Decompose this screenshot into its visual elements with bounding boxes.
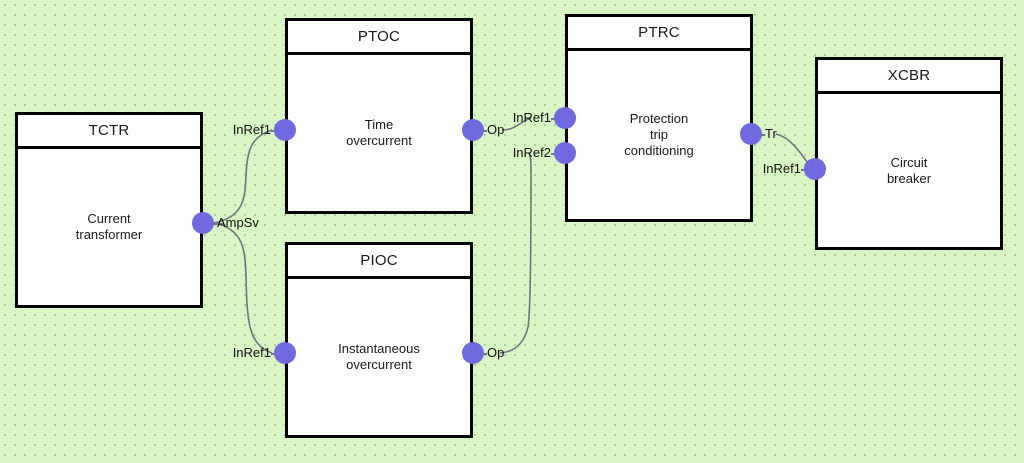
port-xcbr-inref1[interactable] xyxy=(804,158,826,180)
block-description-line-1: Protection xyxy=(629,111,689,126)
port-label-ptoc-inref1: InRef1 xyxy=(232,122,271,137)
block-description-line-2: overcurrent xyxy=(346,357,412,372)
block-description-line-1: Time xyxy=(364,117,394,132)
block-title-pioc: PIOC xyxy=(288,245,470,279)
block-description-line-1: Current xyxy=(87,211,131,226)
port-tctr-ampsv[interactable] xyxy=(192,212,214,234)
connector-ampsv-to-ptoc-inref1[interactable] xyxy=(213,129,273,224)
port-label-xcbr-inref1: InRef1 xyxy=(762,161,801,176)
connector-pioc-op-to-ptrc-inref2[interactable] xyxy=(499,152,532,354)
block-description-line-2: trip xyxy=(649,127,669,142)
port-label-ptrc-inref2: InRef2 xyxy=(512,145,551,160)
port-ptrc-tr[interactable] xyxy=(740,123,762,145)
port-ptrc-inref2[interactable] xyxy=(554,142,576,164)
port-ptoc-inref1[interactable] xyxy=(274,119,296,141)
port-pioc-inref1[interactable] xyxy=(274,342,296,364)
port-pioc-op[interactable] xyxy=(462,342,484,364)
port-label-ptrc-tr: Tr xyxy=(765,126,777,141)
port-label-pioc-op: Op xyxy=(487,345,505,360)
port-label-ptoc-op: Op xyxy=(487,122,505,137)
port-label-ptrc-inref1: InRef1 xyxy=(512,110,551,125)
block-description-line-2: breaker xyxy=(886,170,932,186)
block-title-ptrc: PTRC xyxy=(568,17,750,51)
block-description-line-2: overcurrent xyxy=(346,133,412,148)
block-description-line-2: transformer xyxy=(75,227,143,242)
block-title-xcbr: XCBR xyxy=(818,60,1000,94)
block-title-ptoc: PTOC xyxy=(288,21,470,55)
port-ptoc-op[interactable] xyxy=(462,119,484,141)
block-description-line-3: conditioning xyxy=(624,143,694,158)
port-ptrc-inref1[interactable] xyxy=(554,107,576,129)
block-title-tctr: TCTR xyxy=(18,115,200,149)
connector-ampsv-to-pioc-inref1[interactable] xyxy=(213,222,273,354)
block-description-line-1: Circuit xyxy=(890,154,928,170)
port-label-tctr-ampsv: AmpSv xyxy=(217,215,259,230)
block-description-line-1: Instantaneous xyxy=(338,341,420,356)
port-label-pioc-inref1: InRef1 xyxy=(232,345,271,360)
